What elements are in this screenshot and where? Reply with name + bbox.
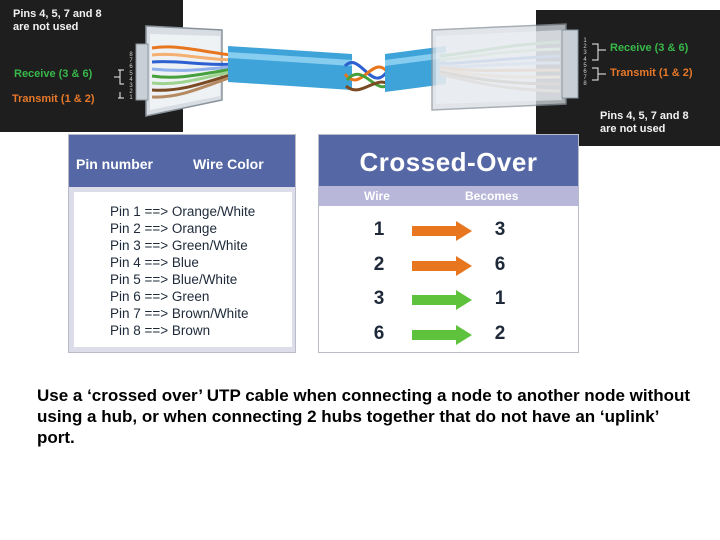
crossover-header: Crossed-Over [319,135,578,186]
pin-row: Pin 2 ==> Orange [110,221,217,236]
pin-row: Pin 3 ==> Green/White [110,238,248,253]
becomes-number: 2 [494,323,506,344]
right-transmit-label: Transmit (1 & 2) [610,67,693,79]
left-brackets [114,69,124,99]
pin-number-header: Pin number [76,156,154,172]
becomes-column-header: Becomes [465,189,519,203]
crossover-arrow [412,325,472,345]
right-unused-pins-note: Pins 4, 5, 7 and 8 are not used [600,110,689,136]
pin-row: Pin 1 ==> Orange/White [110,204,256,219]
pin-list: Pin 1 ==> Orange/White Pin 2 ==> Orange … [74,192,292,347]
right-unused-pins-line1: Pins 4, 5, 7 and 8 [600,110,689,122]
crossover-cable-illustration [114,23,606,117]
pin-row: Pin 8 ==> Brown [110,323,211,338]
wire-number: 2 [373,254,385,275]
right-rj45-plug [431,23,579,111]
left-transmit-label: Transmit (1 & 2) [12,93,95,105]
left-cable-jacket [228,46,352,90]
middle-twisted-wires [343,61,394,92]
pin-row: Pin 6 ==> Green [110,289,210,304]
wire-number: 1 [373,219,385,240]
crossover-arrow [412,290,472,310]
crossover-arrow [412,221,472,241]
crossover-subheader: Wire Becomes [319,186,578,206]
pin-row: Pin 4 ==> Blue [110,255,199,270]
pin-row: Pin 5 ==> Blue/White [110,272,238,287]
wire-color-header: Wire Color [193,156,264,172]
crossover-table: Crossed-Over Wire Becomes 1 3 2 6 3 1 6 … [318,134,579,353]
pin-table-header: Pin number Wire Color [69,135,295,187]
caption-text: Use a ‘crossed over’ UTP cable when conn… [37,386,691,447]
left-unused-pins-line2: are not used [13,21,79,33]
left-unused-pins-note: Pins 4, 5, 7 and 8 are not used [13,8,102,34]
pin-color-table: Pin number Wire Color Pin 1 ==> Orange/W… [68,134,296,353]
becomes-number: 1 [494,288,506,309]
crossover-arrow [412,256,472,276]
right-brackets [592,43,606,81]
wire-column-header: Wire [364,189,390,203]
left-unused-pins-line1: Pins 4, 5, 7 and 8 [13,8,102,20]
becomes-number: 3 [494,219,506,240]
wire-number: 6 [373,323,385,344]
left-receive-label: Receive (3 & 6) [14,68,93,80]
wire-number: 3 [373,288,385,309]
right-receive-label: Receive (3 & 6) [610,42,689,54]
right-unused-pins-line2: are not used [600,123,666,135]
crossover-title: Crossed-Over [359,147,538,177]
becomes-number: 6 [494,254,506,275]
pin-row: Pin 7 ==> Brown/White [110,306,249,321]
